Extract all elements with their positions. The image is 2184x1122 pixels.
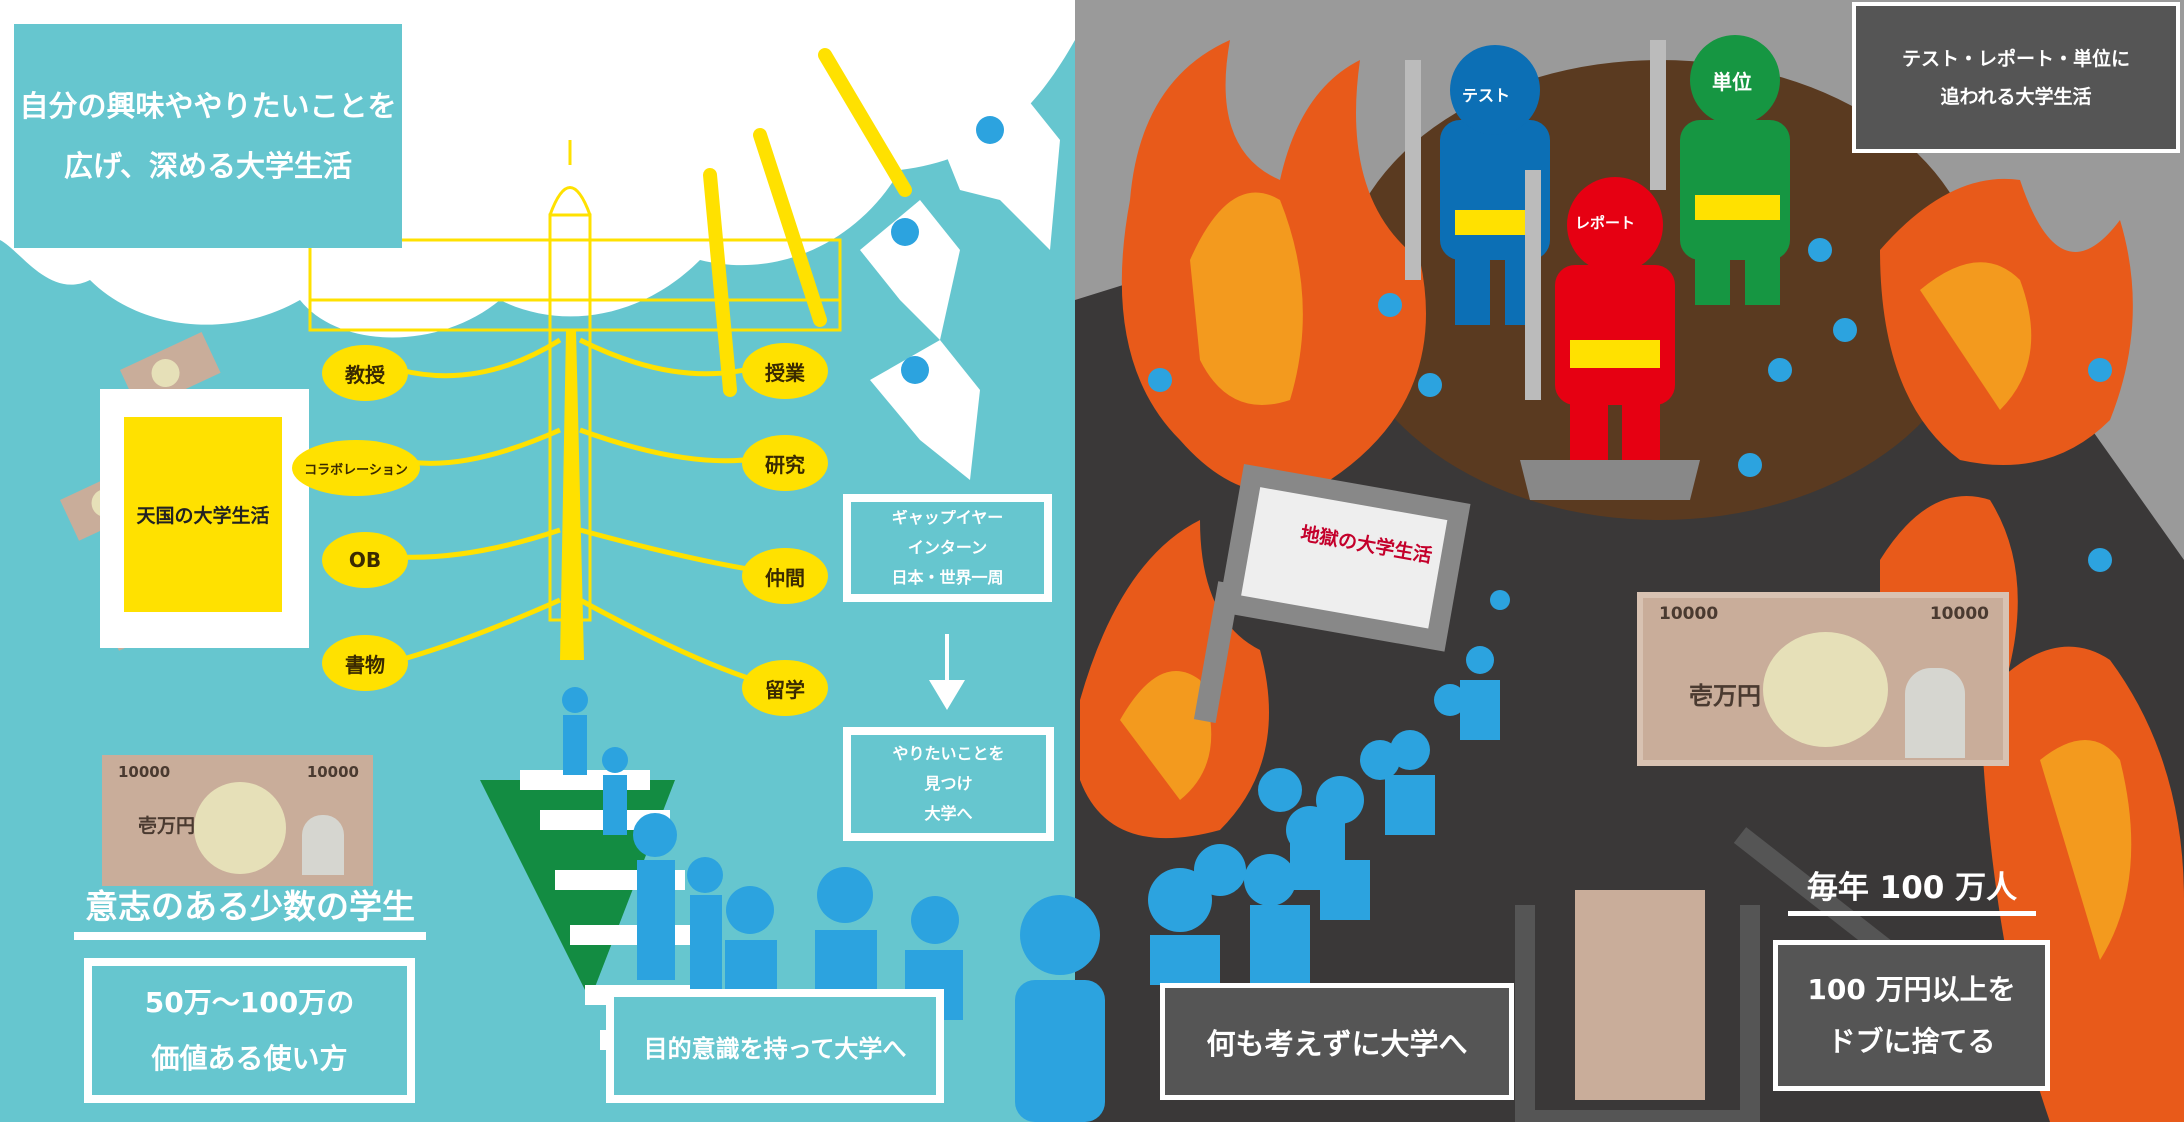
money-gutter [1515, 827, 1907, 1122]
hell-headline-box: テスト・レポート・単位に 追われる大学生活 [1852, 2, 2180, 153]
down-arrow-icon [945, 634, 949, 684]
bill-number: 10000 [1659, 604, 1719, 624]
demon-label-report: レポート [1575, 214, 1636, 232]
bubble-research: 研究 [742, 435, 828, 491]
bubble-study-abroad: 留学 [742, 660, 828, 716]
bill-watermark [1763, 632, 1888, 747]
heaven-headline-line: 自分の興味ややりたいことを [19, 89, 397, 123]
gap-box-line: ギャップイヤー [891, 508, 1004, 527]
find-box-line: 見つけ [924, 774, 973, 793]
bubble-classes: 授業 [742, 343, 828, 399]
find-box-line: やりたいことを [892, 744, 1005, 763]
waste-box-line: ドブに捨てる [1827, 1024, 1996, 1058]
sun-rays [703, 48, 912, 397]
value-box: 50万〜100万の 価値ある使い方 [84, 958, 415, 1103]
bubble-friends: 仲間 [742, 548, 828, 604]
bubble-collaboration: コラボレーション [292, 440, 420, 496]
no-thought-box: 何も考えずに大学へ [1160, 983, 1514, 1100]
yearly-caption: 毎年 100 万人 [1788, 862, 2036, 916]
bill-number: 10000 [118, 763, 171, 781]
angels [860, 90, 1060, 480]
hell-bill: 10000 10000 壱万円 [1637, 592, 2009, 766]
students-caption: 意志のある少数の学生 [74, 880, 426, 940]
bill-label: 壱万円 [1689, 682, 1761, 710]
bubble-ob: OB [322, 532, 408, 588]
hell-headline-line: 追われる大学生活 [1940, 85, 2092, 108]
central-beam [560, 330, 584, 660]
bill-portrait [302, 815, 344, 875]
demons [1405, 35, 1790, 470]
bill-number: 10000 [306, 763, 359, 781]
hell-headline-line: テスト・レポート・単位に [1901, 47, 2130, 70]
purpose-box: 目的意識を持って大学へ [606, 989, 944, 1103]
down-arrow-head-icon [929, 680, 965, 710]
heaven-bill: 10000 10000 壱万円 [102, 755, 373, 886]
heaven-headline-line: 広げ、深める大学生活 [64, 149, 352, 183]
find-box-line: 大学へ [924, 804, 973, 823]
bubble-books: 書物 [322, 635, 408, 691]
crying-portrait [1905, 668, 1965, 758]
demon-label-test: テスト [1462, 86, 1511, 105]
bill-number: 10000 [1929, 604, 1989, 624]
waste-box: 100 万円以上を ドブに捨てる [1773, 940, 2050, 1091]
find-purpose-box: やりたいことを 見つけ 大学へ [843, 727, 1054, 841]
bill-watermark [194, 782, 286, 874]
gap-box-line: インターン [907, 538, 988, 557]
bubble-professor: 教授 [322, 345, 408, 401]
heaven-headline-box: 自分の興味ややりたいことを 広げ、深める大学生活 [14, 24, 402, 248]
hell-figures [1148, 238, 2112, 572]
heaven-sign: 天国の大学生活 [124, 417, 282, 612]
demon-label-credits: 単位 [1712, 70, 1752, 94]
heaven-sign-frame: 天国の大学生活 [100, 389, 309, 648]
bill-label: 壱万円 [138, 815, 196, 837]
gap-box-line: 日本・世界一周 [891, 568, 1004, 587]
value-box-line: 50万〜100万の [144, 985, 355, 1019]
waste-box-line: 100 万円以上を [1807, 972, 2016, 1006]
queue-figures [1148, 590, 1510, 985]
value-box-line: 価値ある使い方 [151, 1041, 348, 1075]
gap-year-box: ギャップイヤー インターン 日本・世界一周 [843, 494, 1052, 602]
hell-temple [1520, 460, 1700, 500]
hell-signboard [1193, 464, 1471, 724]
